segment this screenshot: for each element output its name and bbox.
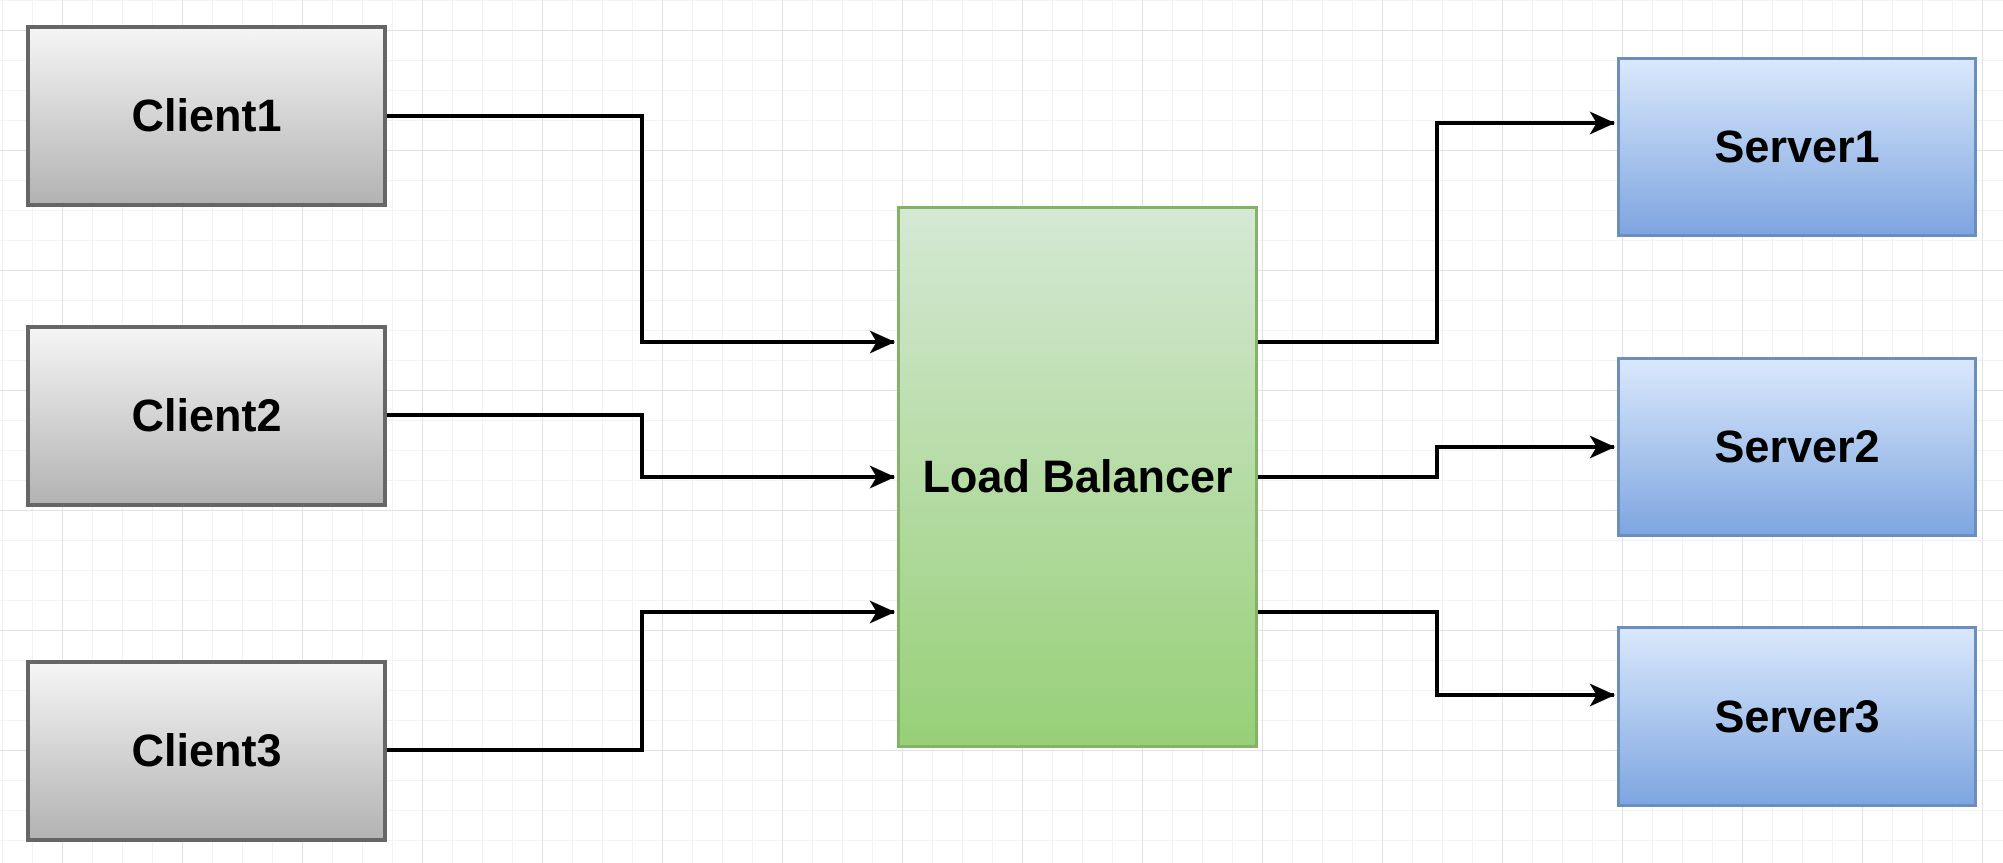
node-server1-label: Server1: [1714, 121, 1880, 172]
node-server2[interactable]: Server2: [1617, 357, 1977, 537]
node-server2-label: Server2: [1714, 421, 1880, 472]
edge-client1-loadbalancer[interactable]: [387, 114, 896, 354]
node-client3-label: Client3: [131, 725, 282, 776]
node-server3[interactable]: Server3: [1617, 626, 1977, 807]
edge-client2-loadbalancer[interactable]: [387, 413, 896, 489]
node-load-balancer[interactable]: Load Balancer: [897, 206, 1258, 748]
node-client2-label: Client2: [131, 390, 282, 441]
node-server3-label: Server3: [1714, 690, 1880, 742]
edge-loadbalancer-server3[interactable]: [1258, 610, 1616, 707]
edge-client3-loadbalancer[interactable]: [387, 600, 896, 752]
edge-loadbalancer-server2[interactable]: [1258, 435, 1616, 479]
node-load-balancer-label: Load Balancer: [922, 451, 1233, 502]
node-client2[interactable]: Client2: [26, 325, 387, 507]
edge-loadbalancer-server1[interactable]: [1258, 111, 1616, 344]
node-client1[interactable]: Client1: [26, 25, 387, 207]
node-client1-label: Client1: [131, 90, 282, 141]
edges-group: [387, 111, 1616, 752]
node-client3[interactable]: Client3: [26, 660, 387, 842]
node-server1[interactable]: Server1: [1617, 57, 1977, 237]
